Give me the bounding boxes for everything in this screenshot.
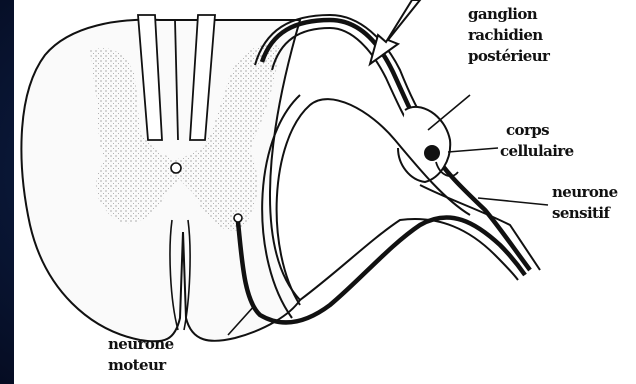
central-canal: [171, 163, 181, 173]
stimulus-arrow: [370, 0, 420, 64]
label-corps-line-2: cellulaire: [500, 141, 574, 162]
label-corps-line-1: corps: [500, 120, 574, 141]
label-ganglion-line-2: rachidien: [468, 25, 549, 46]
label-ganglion-line-1: ganglion: [468, 4, 549, 25]
leader-ganglion: [428, 95, 470, 130]
label-neurone-sensitif: neurone sensitif: [552, 182, 636, 224]
ganglion-cell-body: [424, 145, 440, 161]
label-neurone-moteur: neurone moteur: [108, 334, 174, 376]
label-ganglion-line-3: postérieur: [468, 46, 549, 67]
label-moteur-line-2: moteur: [108, 355, 174, 376]
label-sensitif-line-2: sensitif: [552, 203, 636, 224]
label-sensitif-line-1: neurone: [552, 182, 636, 203]
leader-sensitif: [478, 198, 548, 205]
label-moteur-line-1: neurone: [108, 334, 174, 355]
label-corps-cellulaire: corps cellulaire: [500, 120, 574, 162]
leader-corps: [448, 148, 498, 152]
motor-neuron-soma: [234, 214, 242, 222]
label-ganglion: ganglion rachidien postérieur: [468, 4, 549, 67]
